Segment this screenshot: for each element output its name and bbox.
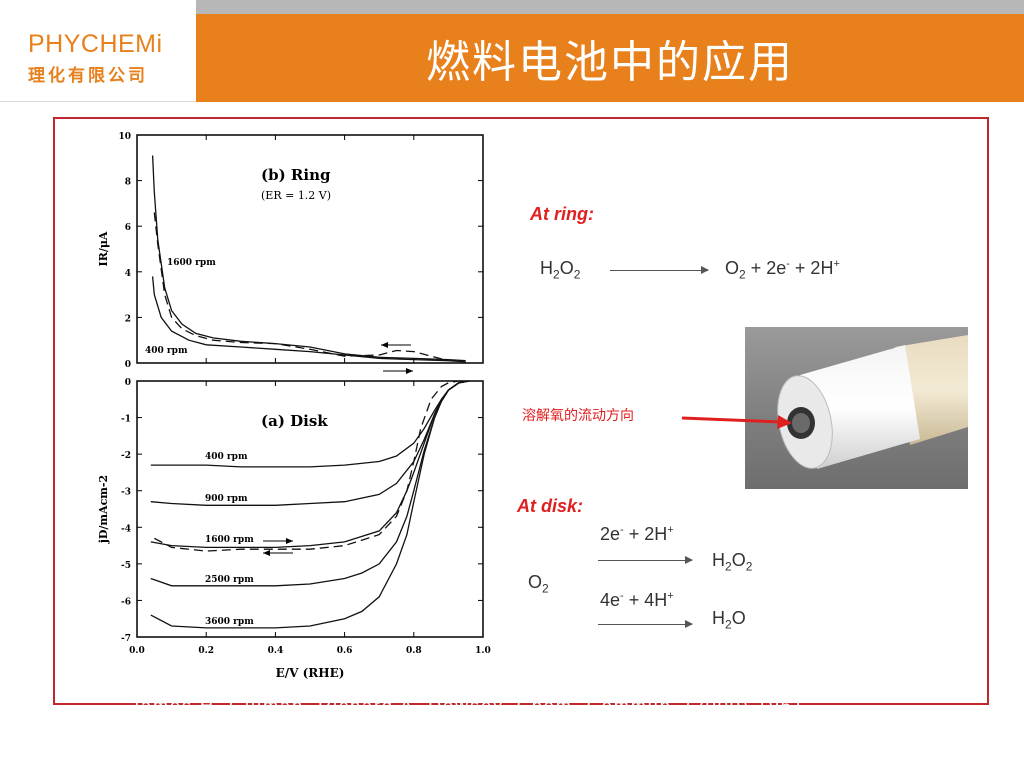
disk-product-top: H2O2 <box>712 550 752 574</box>
disk-ytick-label: -4 <box>121 524 131 534</box>
logo-chinese: 理化有限公司 <box>28 66 148 86</box>
disk-reactant: O2 <box>528 572 549 596</box>
disk-annotation-400-rpm: 400 rpm <box>205 452 248 462</box>
ring-series-400-rpm <box>151 276 466 363</box>
disk-ytick-label: -2 <box>121 451 131 461</box>
disk-ytick-label: -1 <box>121 415 131 425</box>
at-ring-label: At ring: <box>530 204 594 224</box>
ring-sweep-arrow-forward-head <box>406 368 413 374</box>
disk-ytick-label: 0 <box>125 378 131 388</box>
ring-panel-subtitle: (ER = 1.2 V) <box>261 189 331 202</box>
disk-annotation-3600-rpm: 3600 rpm <box>205 617 254 627</box>
disk-ylabel: jD/mAcm-2 <box>97 475 110 544</box>
disk-xtick-label: 0.6 <box>337 646 353 656</box>
ring-product-text: O2 + 2e- + 2H+ <box>725 258 840 282</box>
disk-series-1600-rpm-reverse- <box>153 380 470 552</box>
ring-annotation-400: 400 rpm <box>145 346 188 356</box>
ring-panel-title: (b) Ring <box>261 166 331 184</box>
content-frame <box>53 117 989 705</box>
logo-english: PHYCHEMi <box>28 30 163 58</box>
disk-condition-bottom: 4e- + 4H+ <box>600 590 674 611</box>
citation-text: James H. Gillman, Richard A. Dowsey, Che… <box>130 696 805 716</box>
ring-ytick-label: 2 <box>125 314 131 324</box>
reaction-panel: At ring: H2O2 O2 + 2e- + 2H+ At disk: 2e… <box>510 190 910 650</box>
disk-xtick-label: 1.0 <box>475 646 491 656</box>
ring-product: O2 + 2e- + 2H+ <box>725 258 840 282</box>
disk-xtick-label: 0.8 <box>406 646 422 656</box>
disk-product-bottom-text: H2O <box>712 608 746 632</box>
ring-arrow <box>610 266 709 274</box>
disk-arrow-top <box>598 556 693 564</box>
slide-title: 燃料电池中的应用 <box>196 14 1024 102</box>
ring-ytick-label: 10 <box>118 132 131 142</box>
disk-ytick-label: -7 <box>121 634 131 644</box>
flow-direction-label: 溶解氧的流动方向 <box>522 408 634 424</box>
disk-condition-bottom-text: 4e- + 4H+ <box>600 590 674 610</box>
ring-reactant-text: H2O2 <box>540 258 581 282</box>
ring-ytick-label: 8 <box>125 178 131 188</box>
ring-sweep-arrow-reverse-head <box>381 342 388 348</box>
top-gray-bar <box>196 0 1024 14</box>
disk-condition-top-text: 2e- + 2H+ <box>600 524 674 544</box>
ring-ytick-label: 0 <box>125 360 131 370</box>
disk-xtick-label: 0.0 <box>129 646 145 656</box>
disk-annotation-1600-rpm: 1600 rpm <box>205 535 254 545</box>
disk-plot-frame <box>136 380 484 638</box>
disk-xlabel: E/V (RHE) <box>276 666 345 680</box>
disk-annotation-900-rpm: 900 rpm <box>205 494 248 504</box>
disk-condition-top: 2e- + 2H+ <box>600 524 674 545</box>
disk-product-bottom: H2O <box>712 608 746 632</box>
disk-sweep-arrow-reverse-head <box>263 550 270 556</box>
ring-reactant: H2O2 <box>540 258 580 282</box>
disk-sweep-arrow-forward-head <box>286 538 293 544</box>
electrode-illustration <box>777 335 968 469</box>
disk-reactant-text: O2 <box>528 572 549 596</box>
flow-arrow <box>681 415 792 429</box>
disk-annotation-2500-rpm: 2500 rpm <box>205 575 254 585</box>
ring-plot-frame <box>136 134 484 364</box>
at-disk-label: At disk: <box>517 496 584 516</box>
disk-panel-title: (a) Disk <box>261 412 328 430</box>
disk-ytick-label: -6 <box>121 597 131 607</box>
disk-series-900-rpm <box>150 380 470 506</box>
ring-ytick-label: 6 <box>125 223 131 233</box>
disk-xtick-label: 0.4 <box>268 646 284 656</box>
ring-annotation-1600: 1600 rpm <box>167 258 216 268</box>
electrode-photo <box>745 327 968 489</box>
disk-arrow-bottom <box>598 620 693 628</box>
company-logo: PHYCHEMi 理化有限公司 <box>28 30 188 90</box>
disk-ytick-label: -5 <box>121 561 131 571</box>
ring-ylabel: IR/μA <box>97 231 110 266</box>
disk-xtick-label: 0.2 <box>198 646 214 656</box>
logo-divider <box>0 101 196 102</box>
disk-series-3600-rpm <box>150 380 470 629</box>
ring-series-1600-rpm-reverse- <box>153 212 449 362</box>
disk-ytick-label: -3 <box>121 488 131 498</box>
ring-series-1600-rpm <box>151 155 466 362</box>
rrde-figure: 0 2 4 6 8 10 (b) Ring (ER = 1.2 V) IR/μA 0 -1 -2 -3 -… <box>97 132 491 680</box>
ring-ytick-label: 4 <box>125 269 131 279</box>
disk-product-top-text: H2O2 <box>712 550 753 574</box>
